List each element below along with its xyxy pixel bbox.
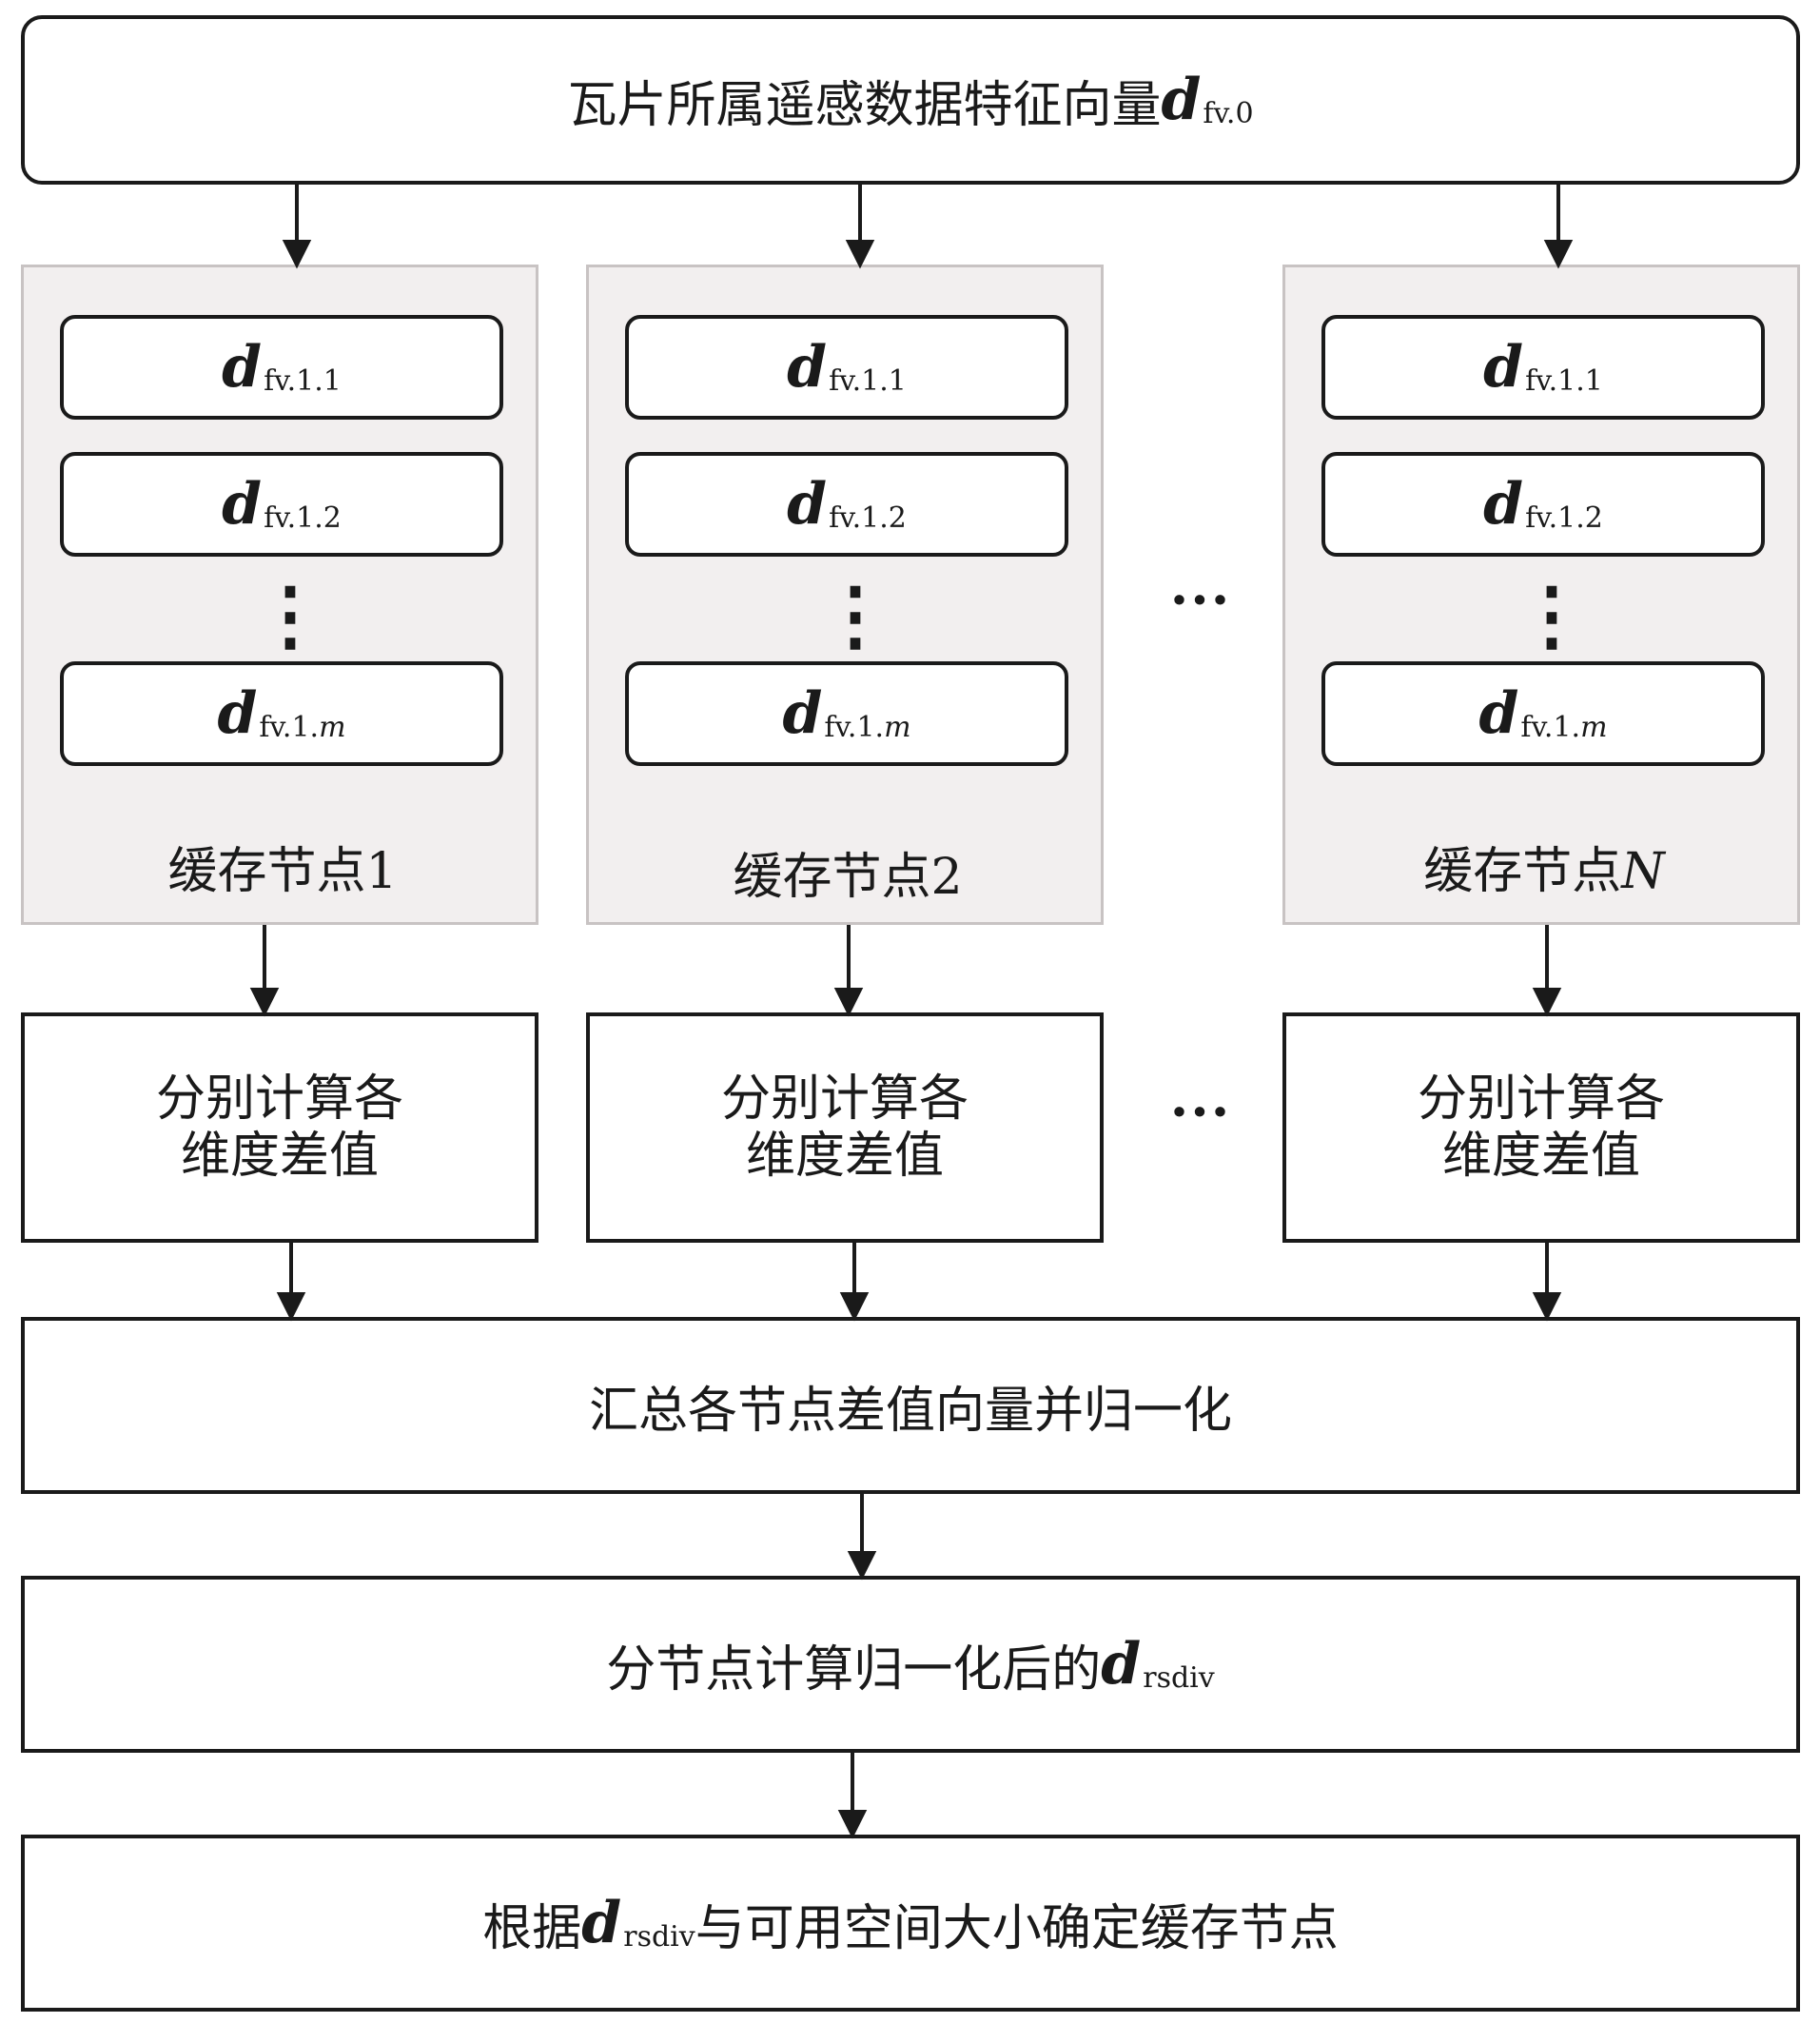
- compute-line-1: 分别计算各: [720, 1070, 969, 1128]
- arrowhead: [833, 988, 864, 1017]
- compute-line-2: 维度差值: [745, 1128, 944, 1185]
- vector-var: d: [222, 471, 263, 538]
- compute-difference-box-1: 分别计算各 维度差值: [21, 1012, 538, 1243]
- vector-sub: fv.1.1: [264, 363, 342, 398]
- vector-sub: fv.1.2: [1525, 501, 1603, 535]
- arrowhead: [249, 988, 280, 1017]
- compute-ellipsis: ···: [1169, 1081, 1232, 1144]
- arrowhead: [847, 1551, 877, 1581]
- normalized-rsdiv-sub: rsdiv: [1143, 1660, 1215, 1695]
- vector-sub: fv.1.1: [1525, 363, 1603, 398]
- arrowhead: [839, 1292, 870, 1322]
- decide-text-before: 根据: [482, 1899, 582, 1957]
- cache-node-label: 缓存节点2: [733, 849, 963, 906]
- compute-difference-box-2: 分别计算各 维度差值: [586, 1012, 1104, 1243]
- decide-sub: rsdiv: [623, 1919, 695, 1954]
- arrowhead: [282, 240, 312, 269]
- arrowhead: [276, 1292, 306, 1322]
- vector-var: d: [222, 334, 263, 401]
- arrowhead: [1543, 240, 1574, 269]
- source-feature-vector-sub: fv.0: [1203, 96, 1254, 130]
- vector-sub: fv.1.m: [1520, 710, 1608, 744]
- compute-line-1: 分别计算各: [1417, 1070, 1665, 1128]
- compute-line-2: 维度差值: [180, 1128, 379, 1185]
- vector-var: d: [787, 471, 828, 538]
- vector-var: d: [1483, 334, 1524, 401]
- vector-var: d: [217, 680, 258, 747]
- arrowhead: [845, 240, 875, 269]
- normalized-rsdiv-var: d: [1101, 1631, 1142, 1698]
- normalized-rsdiv-text: 分节点计算归一化后的: [606, 1640, 1102, 1699]
- source-feature-vector-var: d: [1161, 67, 1202, 133]
- arrowhead: [1532, 1292, 1562, 1322]
- compute-line-1: 分别计算各: [155, 1070, 403, 1128]
- arrowhead: [1532, 988, 1562, 1017]
- compute-line-2: 维度差值: [1441, 1128, 1640, 1185]
- aggregate-normalize-text: 汇总各节点差值向量并归一化: [588, 1382, 1232, 1440]
- nodes-ellipsis: ···: [1169, 569, 1232, 632]
- vector-sub: fv.1.m: [824, 710, 911, 744]
- vector-var: d: [782, 680, 823, 747]
- vector-sub: fv.1.2: [829, 501, 907, 535]
- vector-var: d: [1478, 680, 1519, 747]
- vector-sub: fv.1.1: [829, 363, 907, 398]
- aggregate-normalize-box: 汇总各节点差值向量并归一化: [21, 1317, 1800, 1494]
- vector-var: d: [787, 334, 828, 401]
- decide-text-after: 与可用空间大小确定缓存节点: [695, 1899, 1339, 1957]
- vector-var: d: [1483, 471, 1524, 538]
- vector-sub: fv.1.m: [259, 710, 346, 744]
- compute-difference-box-n: 分别计算各 维度差值: [1282, 1012, 1800, 1243]
- arrowhead: [837, 1810, 868, 1839]
- source-feature-vector-text: 瓦片所属遥感数据特征向量: [567, 76, 1162, 134]
- cache-node-label: 缓存节点N: [1423, 843, 1665, 900]
- vector-sub: fv.1.2: [264, 501, 342, 535]
- decide-var: d: [581, 1890, 622, 1956]
- cache-node-label: 缓存节点1: [167, 843, 398, 900]
